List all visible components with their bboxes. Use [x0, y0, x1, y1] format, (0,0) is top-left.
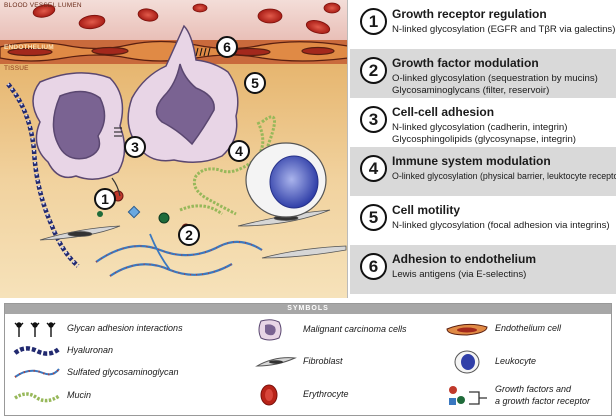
function-detail-2a: O-linked glycosylation (sequestration by…: [392, 73, 598, 84]
function-row-5: 5 Cell motility N-linked glycosylation (…: [350, 196, 616, 245]
function-title-2: Growth factor modulation: [392, 56, 539, 70]
carcinoma-cell-left: [32, 72, 126, 180]
erythrocyte-icon: [260, 384, 278, 406]
carcinoma-cell-center: [127, 24, 239, 163]
blood-vessel-lumen: [0, 0, 347, 40]
legend-erythrocyte-label: Erythrocyte: [303, 389, 349, 399]
function-detail-1a: N-linked glycosylation (EGFR and TβR via…: [392, 24, 616, 35]
mucin-icon: [14, 392, 60, 403]
function-detail-6a: Lewis antigens (via E-selectins): [392, 269, 527, 280]
function-title-6: Adhesion to endothelium: [392, 252, 536, 266]
glycan-adhesion-marks: [114, 47, 211, 137]
illustration-panel: BLOOD VESSEL LUMEN ENDOTHELIUM TISSUE 1 …: [0, 0, 348, 298]
legend-growth-label-2: a growth factor receptor: [495, 396, 591, 406]
function-title-1: Growth receptor regulation: [392, 7, 547, 21]
fibroblast-icon: [255, 357, 297, 367]
function-number-4: 4: [360, 155, 387, 182]
symbols-legend: SYMBOLS Glycan adhesion interactions Hya…: [4, 303, 612, 416]
glycan-adhesion-icon: [14, 322, 56, 337]
function-number-5: 5: [360, 204, 387, 231]
function-detail-2b: Glycosaminoglycans (filter, reservoir): [392, 85, 550, 96]
function-row-4: 4 Immune system modulation O-linked glyc…: [350, 147, 616, 196]
function-number-6: 6: [360, 253, 387, 280]
symbols-header: SYMBOLS: [5, 304, 611, 314]
marker-2: 2: [178, 224, 200, 246]
marker-6: 6: [216, 36, 238, 58]
growth-factor-icon: [449, 386, 487, 405]
legend-carcinoma-label: Malignant carcinoma cells: [303, 324, 407, 334]
function-row-1: 1 Growth receptor regulation N-linked gl…: [350, 0, 616, 49]
legend-endothelium-label: Endothelium cell: [495, 323, 562, 333]
endothelium-cell-icon: [446, 323, 488, 336]
marker-5: 5: [244, 72, 266, 94]
legend-erythrocyte: Erythrocyte: [255, 384, 445, 406]
marker-3: 3: [124, 136, 146, 158]
glycosylation-function-list: 1 Growth receptor regulation N-linked gl…: [350, 0, 616, 298]
function-row-2: 2 Growth factor modulation O-linked glyc…: [350, 49, 616, 98]
tissue-label: TISSUE: [4, 65, 29, 72]
leukocyte: [245, 142, 327, 218]
function-title-4: Immune system modulation: [392, 154, 551, 168]
function-detail-3a: N-linked glycosylation (cadherin, integr…: [392, 122, 568, 133]
function-row-3: 3 Cell-cell adhesion N-linked glycosylat…: [350, 98, 616, 147]
function-detail-5a: N-linked glycosylation (focal adhesion v…: [392, 220, 610, 231]
marker-1: 1: [94, 188, 116, 210]
endothelium-label: ENDOTHELIUM: [4, 44, 54, 51]
legend-leukocyte: Leukocyte: [445, 350, 610, 374]
sulfated-gag-network: [95, 233, 263, 277]
erythrocytes: [32, 2, 341, 34]
function-title-3: Cell-cell adhesion: [392, 105, 495, 119]
function-detail-4a: O-linked glycosylation (physical barrier…: [392, 171, 616, 181]
legend-carcinoma: Malignant carcinoma cells: [255, 318, 445, 342]
legend-fibroblast-label: Fibroblast: [303, 356, 343, 366]
legend-hyaluronan-label: Hyaluronan: [67, 345, 114, 355]
legend-mucin-label: Mucin: [67, 390, 92, 400]
leukocyte-icon: [454, 350, 480, 374]
function-number-1: 1: [360, 8, 387, 35]
legend-hyaluronan: Hyaluronan: [13, 341, 213, 361]
legend-leukocyte-label: Leukocyte: [495, 356, 537, 366]
function-number-2: 2: [360, 57, 387, 84]
carcinoma-cell-icon: [258, 319, 282, 341]
function-title-5: Cell motility: [392, 203, 461, 217]
legend-glycan-label: Glycan adhesion interactions: [67, 323, 183, 333]
tissue-illustration: [0, 0, 347, 298]
legend-sulfated: Sulfated glycosaminoglycan: [13, 363, 243, 383]
function-detail-3b: Glycosphingolipids (glycosynapse, integr…: [392, 134, 576, 145]
legend-glycan: Glycan adhesion interactions: [13, 319, 213, 339]
marker-4: 4: [228, 140, 250, 162]
legend-mucin: Mucin: [13, 386, 213, 406]
legend-endothelium: Endothelium cell: [445, 319, 610, 339]
legend-fibroblast: Fibroblast: [255, 352, 445, 372]
sulfated-gag-icon: [14, 368, 60, 378]
legend-growth-factors: Growth factors and a growth factor recep…: [445, 382, 610, 414]
lumen-label: BLOOD VESSEL LUMEN: [4, 2, 82, 9]
function-number-3: 3: [360, 106, 387, 133]
legend-growth-label-1: Growth factors and: [495, 384, 572, 394]
hyaluronan-chain: [6, 82, 80, 268]
fibroblasts: [39, 209, 347, 259]
hyaluronan-icon: [13, 346, 61, 356]
function-row-6: 6 Adhesion to endothelium Lewis antigens…: [350, 245, 616, 294]
legend-sulfated-label: Sulfated glycosaminoglycan: [67, 367, 179, 377]
